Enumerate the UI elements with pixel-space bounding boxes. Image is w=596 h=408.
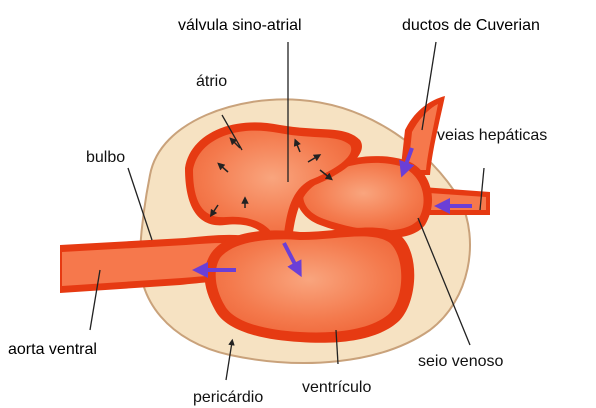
label-veias-hepaticas: veias hepáticas: [437, 127, 547, 144]
label-atrio: átrio: [196, 73, 227, 90]
label-aorta-ventral: aorta ventral: [8, 341, 97, 358]
label-ventriculo: ventrículo: [302, 379, 371, 396]
label-ductos-cuverian: ductos de Cuverian: [402, 17, 540, 34]
label-seio-venoso: seio venoso: [418, 353, 503, 370]
label-bulbo: bulbo: [86, 149, 125, 166]
label-pericardio: pericárdio: [193, 389, 263, 406]
label-valvula-sino-atrial: válvula sino-atrial: [178, 17, 302, 34]
